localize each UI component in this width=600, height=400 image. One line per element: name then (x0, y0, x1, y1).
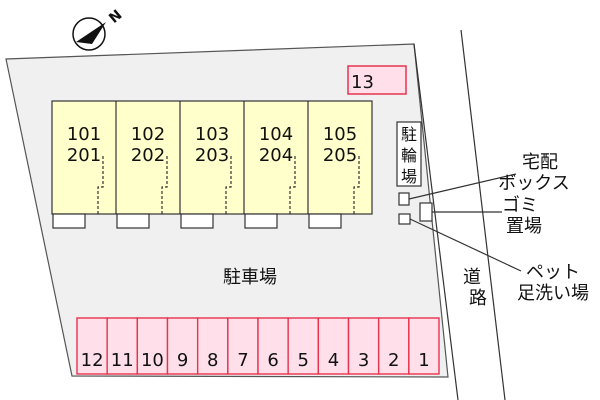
north-letter: N (106, 7, 125, 27)
parking-space-label: 11 (111, 350, 134, 371)
parking-space-label: 8 (207, 350, 218, 371)
parking-space-label: 9 (177, 350, 188, 371)
balcony (180, 213, 214, 229)
parking-space (287, 317, 320, 375)
garbage-label-line1: ゴミ (502, 195, 538, 216)
parking-space (106, 317, 139, 375)
parking-space-label: 1 (418, 350, 429, 371)
parking-space-13-label: 13 (351, 72, 374, 93)
parking-space (227, 317, 259, 375)
parking-space (76, 317, 108, 375)
parking-space-label: 4 (328, 350, 339, 371)
parking-space-label: 2 (388, 350, 399, 371)
parking-space (136, 317, 169, 375)
unit-number-upper: 104 (259, 124, 293, 145)
road-edge-left (413, 43, 459, 400)
unit-number-lower: 203 (195, 145, 229, 166)
delivery-box-label-line1: 宅配 (522, 152, 558, 173)
unit-number-lower: 204 (259, 145, 293, 166)
balcony (308, 213, 342, 229)
unit-number-lower: 205 (323, 145, 357, 166)
parking-space-label: 10 (141, 350, 164, 371)
parking-space (196, 317, 229, 375)
parking-space-label: 3 (358, 350, 369, 371)
parking-space (408, 317, 440, 375)
road-label-char-1: 道 (463, 267, 481, 288)
bicycle-parking: 駐 輪 場 (396, 121, 422, 187)
bicycle-parking-char-2: 輪 (401, 146, 417, 165)
compass-north-icon: N (72, 7, 125, 51)
unit-number-upper: 103 (195, 124, 229, 145)
garbage-area (419, 202, 433, 222)
delivery-box-label-line2: ボックス (498, 173, 569, 194)
unit-number-upper: 105 (323, 124, 357, 145)
bicycle-parking-char-3: 場 (401, 167, 417, 186)
unit-number-lower: 201 (67, 145, 101, 166)
parking-space (257, 317, 289, 375)
leader-pet-wash (409, 218, 522, 272)
parking-space-label: 6 (267, 350, 278, 371)
road-edge-right (460, 29, 506, 400)
unit-number-upper: 101 (67, 124, 101, 145)
parking-space-label: 7 (237, 350, 248, 371)
bicycle-parking-char-1: 駐 (401, 125, 417, 144)
pet-wash-area (398, 213, 411, 225)
parking-space (166, 317, 199, 375)
pet-wash-label-line2: 足洗い場 (517, 283, 589, 304)
parking-space-label: 12 (81, 350, 104, 371)
delivery-box (398, 192, 410, 206)
parking-lot-label: 駐車場 (223, 267, 277, 288)
unit-number-upper: 102 (131, 124, 165, 145)
road-label-char-2: 路 (469, 288, 487, 309)
leader-delivery-box (408, 173, 517, 200)
balcony (52, 213, 86, 229)
garbage-label-line2: 置場 (506, 216, 542, 237)
parking-space (317, 317, 350, 375)
parking-space-label: 5 (298, 350, 309, 371)
unit-number-lower: 202 (131, 145, 165, 166)
balcony (116, 213, 150, 229)
balcony (244, 213, 278, 229)
pet-wash-label-line1: ペット (526, 262, 580, 283)
parking-space-13: 13 (347, 65, 407, 95)
